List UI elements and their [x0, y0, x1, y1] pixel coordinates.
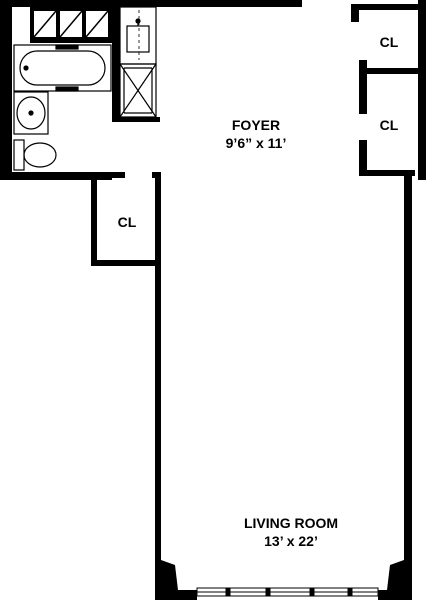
closet-left-label: CL	[118, 214, 137, 230]
window-mullion-2	[265, 587, 271, 597]
top-wall	[0, 0, 302, 7]
window	[196, 587, 379, 597]
closet-top-top-wall	[351, 4, 426, 10]
shower-stall	[119, 63, 157, 118]
left-closet-top-wall-a	[91, 172, 125, 178]
bathroom-bottom-wall	[0, 172, 112, 180]
closet-lower-left-wall	[359, 140, 367, 176]
bathroom-vent	[30, 7, 112, 43]
bathroom-sink	[13, 91, 49, 135]
closet-divider-left-wall	[359, 60, 367, 114]
bathroom-left-wall	[0, 0, 12, 180]
bathtub	[13, 44, 112, 92]
closet-top-left-wall	[351, 4, 359, 22]
living-room-name: LIVING ROOM	[244, 515, 338, 531]
kitchenette-sink	[119, 6, 157, 65]
living-left-wall	[155, 178, 161, 600]
bottom-wall-right	[378, 590, 412, 600]
toilet	[13, 139, 57, 171]
window-mullion-1	[225, 587, 231, 597]
window-mullion-4	[347, 587, 353, 597]
living-room-dimensions: 13’ x 22’	[264, 533, 318, 549]
closet-mid-right-label: CL	[380, 117, 399, 133]
closet-divider-wall	[359, 68, 426, 74]
bottom-right-pier	[387, 560, 404, 590]
bottom-left-pier	[161, 560, 178, 590]
foyer-name: FOYER	[232, 117, 280, 133]
closet-top-right-label: CL	[380, 34, 399, 50]
left-closet-bottom-wall	[91, 260, 161, 266]
left-closet-top-wall-b	[152, 172, 161, 178]
right-outer-wall-upper	[418, 0, 426, 180]
bathroom-right-wall	[112, 0, 120, 120]
foyer-dimensions: 9’6” x 11’	[226, 135, 287, 151]
bottom-wall-left	[155, 590, 197, 600]
left-closet-left-wall	[91, 172, 97, 266]
shower-bottom-wall	[112, 117, 160, 122]
right-outer-wall	[404, 170, 412, 600]
closet-lower-bottom-wall	[359, 170, 415, 176]
window-mullion-3	[309, 587, 315, 597]
